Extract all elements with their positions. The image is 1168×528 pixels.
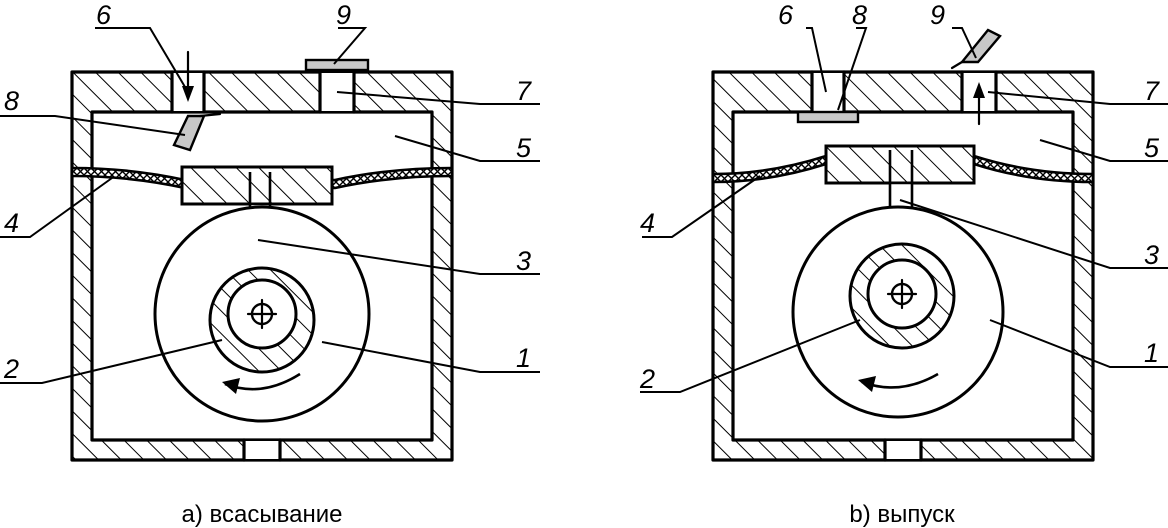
label-6-a: 6	[96, 0, 112, 30]
label-8-b: 8	[852, 0, 867, 30]
piston-plate-a	[180, 165, 334, 206]
label-7-a: 7	[516, 76, 532, 106]
caption-b: b) выпуск	[849, 501, 955, 528]
label-7-b: 7	[1144, 76, 1160, 106]
outlet-valve-b	[959, 28, 1002, 64]
label-5-a: 5	[516, 133, 532, 163]
label-3-a: 3	[516, 246, 531, 276]
label-4-a: 4	[4, 208, 19, 238]
caption-a: a) всасывание	[182, 501, 343, 528]
diaphragm-a	[70, 166, 454, 190]
label-9-b: 9	[930, 0, 945, 30]
label-1-a: 1	[516, 343, 531, 373]
housing-wall-b	[711, 70, 1095, 462]
label-6-b: 6	[778, 0, 794, 30]
panel-a-suction: 6 9 8 7 5 4 3 2 1 a) всасывание	[0, 0, 540, 528]
inlet-valve-b	[796, 110, 860, 124]
label-5-b: 5	[1144, 133, 1160, 163]
inlet-port-b	[812, 73, 844, 111]
label-3-b: 3	[1144, 240, 1159, 270]
label-8-a: 8	[4, 86, 19, 116]
piston-plate-b	[824, 144, 976, 185]
panel-b-exhaust: 6 8 9 7 5 4 3 2 1 b) выпуск	[639, 0, 1168, 528]
inlet-valve-a	[172, 114, 206, 152]
label-2-b: 2	[639, 364, 655, 394]
diaphragm-b	[711, 154, 1095, 184]
label-2-a: 2	[3, 354, 19, 384]
label-1-b: 1	[1144, 338, 1159, 368]
label-9-a: 9	[336, 0, 351, 30]
label-4-b: 4	[640, 208, 655, 238]
